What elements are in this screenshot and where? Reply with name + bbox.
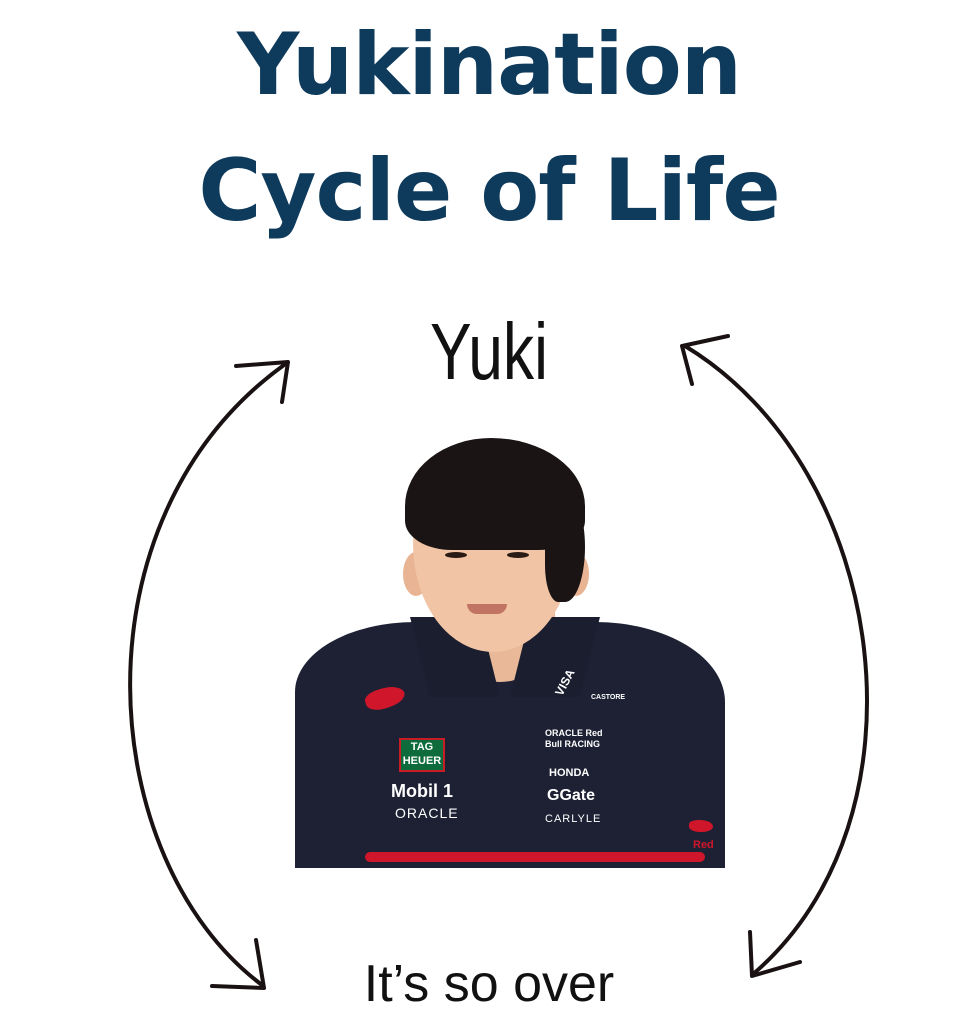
sponsor-red: Red <box>693 839 714 851</box>
right-cycle-arrow <box>683 344 869 977</box>
eye-right <box>507 552 529 558</box>
left-arrowhead-bottom <box>210 938 266 990</box>
hair-side <box>545 492 585 602</box>
left-arrowhead-top <box>234 360 290 404</box>
gate-g-icon: G <box>547 787 560 804</box>
red-bull-small-icon <box>689 820 713 832</box>
shirt-red-stripe <box>365 852 705 862</box>
left-cycle-arrow <box>128 363 286 987</box>
cycle-top-label: Yuki <box>430 307 548 396</box>
sponsor-gate: GGate <box>547 787 596 804</box>
title-line-1: Yukination <box>236 15 742 115</box>
driver-photo-icon: TAG HEUER Mobil 1 ORACLE VISA CASTORE OR… <box>295 432 725 868</box>
right-arrowhead-bottom <box>748 930 802 978</box>
title-line-2: Cycle of Life <box>198 141 780 241</box>
cycle-bottom-label: It’s so over <box>363 955 615 1013</box>
eye-left <box>445 552 467 558</box>
sponsor-oracle-left: ORACLE <box>395 805 459 821</box>
sponsor-oracle-red-bull-racing: ORACLE Red Bull RACING <box>545 728 603 749</box>
sponsor-mobil: Mobil 1 <box>391 781 453 801</box>
sponsor-honda: HONDA <box>549 767 590 779</box>
sponsor-carlyle: CARLYLE <box>545 813 602 825</box>
mouth <box>467 604 507 614</box>
sponsor-castore: CASTORE <box>591 694 626 701</box>
tag-heuer-badge: TAG HEUER <box>399 738 445 772</box>
right-arrowhead-top <box>680 334 730 386</box>
